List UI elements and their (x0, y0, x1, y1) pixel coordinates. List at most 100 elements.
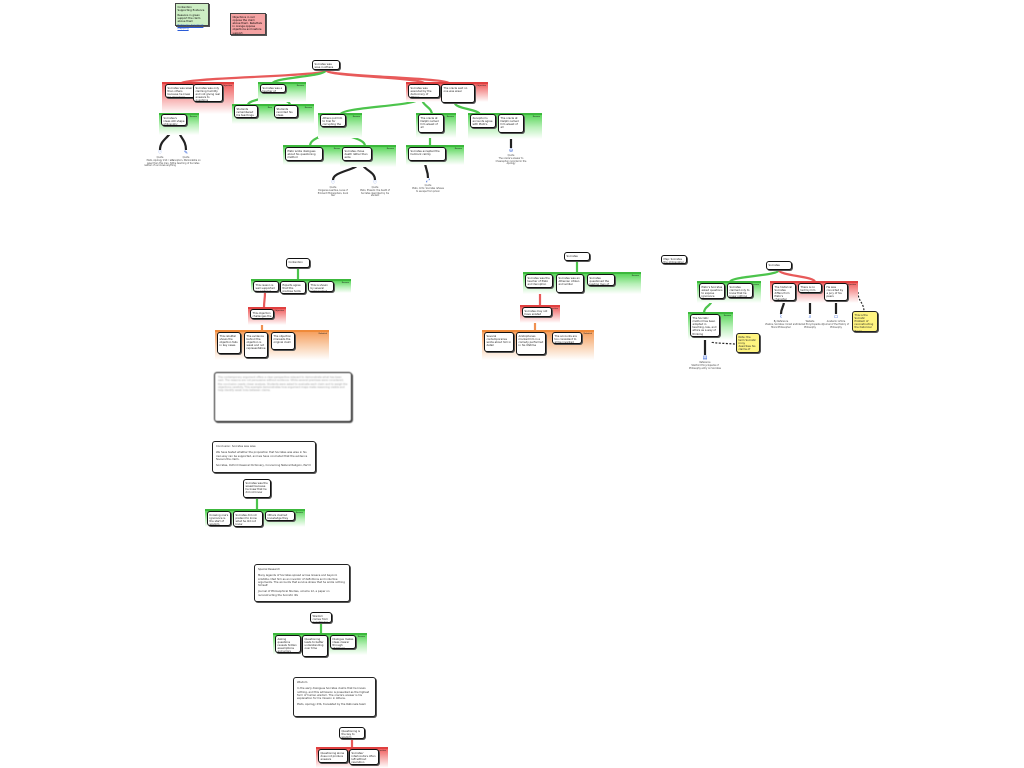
map-node[interactable]: Socrates's ideas still shape philosophy (161, 114, 187, 126)
connector (728, 268, 781, 284)
map-node[interactable]: Asking questions reveals hidden assumpti… (275, 635, 301, 653)
text-block: Wisdom (297, 681, 308, 684)
band-tag: Objection (548, 308, 558, 310)
band-tag: Reason (454, 148, 462, 150)
text-block: Plato, Apology 23b, translated by the Ra… (297, 703, 366, 707)
root-claim[interactable]: Socrates (766, 261, 792, 270)
connector (324, 68, 452, 86)
root-claim[interactable]: Socrates (564, 252, 590, 261)
band-tag: Reason (446, 116, 454, 118)
source-icon[interactable]: ♡ (372, 180, 378, 186)
map-node[interactable]: Athens put him to trial for corrupting t… (320, 114, 346, 127)
source-icon[interactable]: ✎ (183, 150, 189, 156)
map-node[interactable]: Socrates did not pretend to know what he… (233, 511, 263, 527)
map-node[interactable]: This reason is well supported by evidenc… (253, 281, 279, 292)
map-node[interactable]: Socrates may not have existed (522, 307, 552, 317)
map-node[interactable]: Aristophanes mocked him in a comedy perf… (516, 332, 546, 355)
source-text: Internet Encyclopedia of Philosophy (796, 322, 824, 329)
root-claim[interactable]: Questioning is the key to wisdom (339, 727, 365, 739)
map-node[interactable]: The oracle said no one was wiser (441, 84, 475, 103)
map-node[interactable]: Others claimed knowledge they lacked (265, 511, 295, 521)
source-label: Quote (182, 156, 190, 159)
source-icon[interactable]: ♡ (330, 180, 336, 186)
band-tag: Reason (631, 275, 639, 277)
root-claim[interactable]: Contention (286, 258, 310, 268)
legend-link[interactable]: Rationale Argument Mapping (177, 23, 204, 30)
map-node[interactable]: Students recorded his ideas (274, 105, 298, 118)
map-node[interactable]: There is no text by him (798, 283, 822, 293)
source-icon[interactable]: ▭ (833, 314, 839, 320)
map-node[interactable]: Socrates was executed by the democracy o… (408, 84, 440, 98)
source-icon[interactable]: ▤ (702, 355, 708, 361)
map-node[interactable]: Socrates was wiser than others because h… (165, 84, 195, 98)
map-node[interactable]: Experts agree that this premise holds tr… (280, 281, 306, 294)
map-node[interactable]: Socrates accepted the hemlock calmly (408, 147, 446, 161)
band-tag: Reason (268, 107, 275, 109)
map-node[interactable]: This rebuttal shows the objection fails … (217, 332, 241, 354)
map-node[interactable]: Plato's Socrates asked questions to expo… (699, 283, 725, 299)
source-icon[interactable]: ⌇ (779, 314, 783, 320)
band-tag: Reason (723, 315, 731, 317)
source-label: By Reference (773, 320, 789, 323)
band-tag: Reason (333, 148, 341, 150)
source-text: Vlastos, Socrates: Ironist and Moral Phi… (765, 322, 797, 329)
map-node[interactable]: The oracle at Delphi named him wisest of… (418, 114, 444, 133)
map-node[interactable]: Socrates claimed only to know that he kn… (727, 283, 753, 298)
band-tag: Reason (352, 116, 360, 118)
map-node[interactable]: Several contemporaries wrote about him i… (484, 332, 514, 352)
map-node[interactable]: The oracle at Delphi named him wisest of… (498, 114, 524, 133)
source-label: Quote (424, 184, 432, 187)
source-text: Plato, Phaedo: the death of Socrates des… (360, 188, 390, 198)
map-node[interactable]: He was convicted by a jury of his peers (824, 283, 848, 301)
map-node[interactable]: Socrates was a teacher of many (260, 84, 286, 93)
map-node[interactable]: The historical Socrates differs from Pla… (772, 283, 796, 301)
map-node[interactable]: The Socratic method has been adopted in … (690, 314, 720, 337)
source-text: Plato, Apology 21d: I am wiser than this… (144, 158, 176, 168)
band-tag: Reason (751, 284, 759, 286)
root-claim[interactable]: Socrates was the wisest because he knew … (243, 479, 271, 498)
yellow-note[interactable]: This is the Socratic Problem of reconstr… (852, 311, 878, 332)
map-node[interactable]: Knowing one's ignorance is the start of … (207, 511, 231, 526)
map-node[interactable]: Socrates was the teacher of Plato and Xe… (525, 274, 553, 288)
root-claim[interactable]: Wisdom comes from questioning (310, 612, 332, 623)
map-node[interactable]: The accounts are too consistent to all b… (552, 332, 582, 344)
map-node[interactable]: Plato wrote dialogues about his question… (285, 147, 323, 161)
source-label: Quote (329, 186, 337, 189)
band-tag: Objection (846, 284, 856, 286)
map-label[interactable]: Map: Socrates the philosopher (661, 255, 687, 264)
map-node[interactable]: Socrates was an Athenian citizen and sol… (556, 274, 584, 293)
text-block: Journal of Philosophical Studies, volume… (258, 590, 330, 597)
map-node[interactable]: Dialogue makes ideas clearer through cha… (330, 635, 356, 649)
map-node[interactable]: Questioning leads to better understandin… (302, 635, 328, 657)
source-icon[interactable]: ⤢ (425, 178, 430, 184)
band-tag: Objection (376, 750, 386, 752)
map-node[interactable]: Xenophon's accounts agree with Plato's (470, 114, 496, 128)
map-node[interactable]: Socrates questioned the leading men of A… (587, 274, 615, 286)
source-label: Academic Article (826, 320, 846, 323)
map-node[interactable]: The objection misreads the original clai… (271, 332, 295, 350)
source-label: Reference (699, 361, 711, 364)
legend-green-title: Contention Supporting Evidence (177, 5, 205, 12)
legend-red-note: Objections in red oppose the claim above… (230, 13, 266, 35)
root-claim[interactable]: Socrates was wise in Athens (312, 60, 340, 70)
map-node[interactable]: Students remembered his teachings (234, 105, 258, 118)
map-node[interactable]: Socrates' interlocutors often left witho… (349, 749, 379, 765)
map-node[interactable]: This objection challenges the reason (250, 309, 274, 319)
source-icon[interactable]: ⌕ (808, 314, 812, 320)
map-node[interactable]: Socrates was only claiming humility and … (193, 84, 223, 102)
connector (711, 341, 741, 346)
map-node[interactable]: Socrates chose death rather than exile (342, 147, 372, 161)
map-node[interactable]: This is shown by several independent stu… (308, 281, 334, 292)
yellow-note[interactable]: Note: the term Socratic irony describes … (736, 333, 760, 353)
text-block: We have tested whether the proposition t… (216, 451, 308, 461)
legend-green-body: Reasons in green support the claim above… (177, 13, 201, 24)
map-node[interactable]: Questioning alone does not produce answe… (318, 749, 348, 763)
map-node[interactable]: The evidence behind the objection is wea… (244, 332, 268, 358)
source-icon[interactable]: ⊖ (508, 148, 514, 154)
source-icon[interactable]: ♡ (157, 150, 163, 156)
